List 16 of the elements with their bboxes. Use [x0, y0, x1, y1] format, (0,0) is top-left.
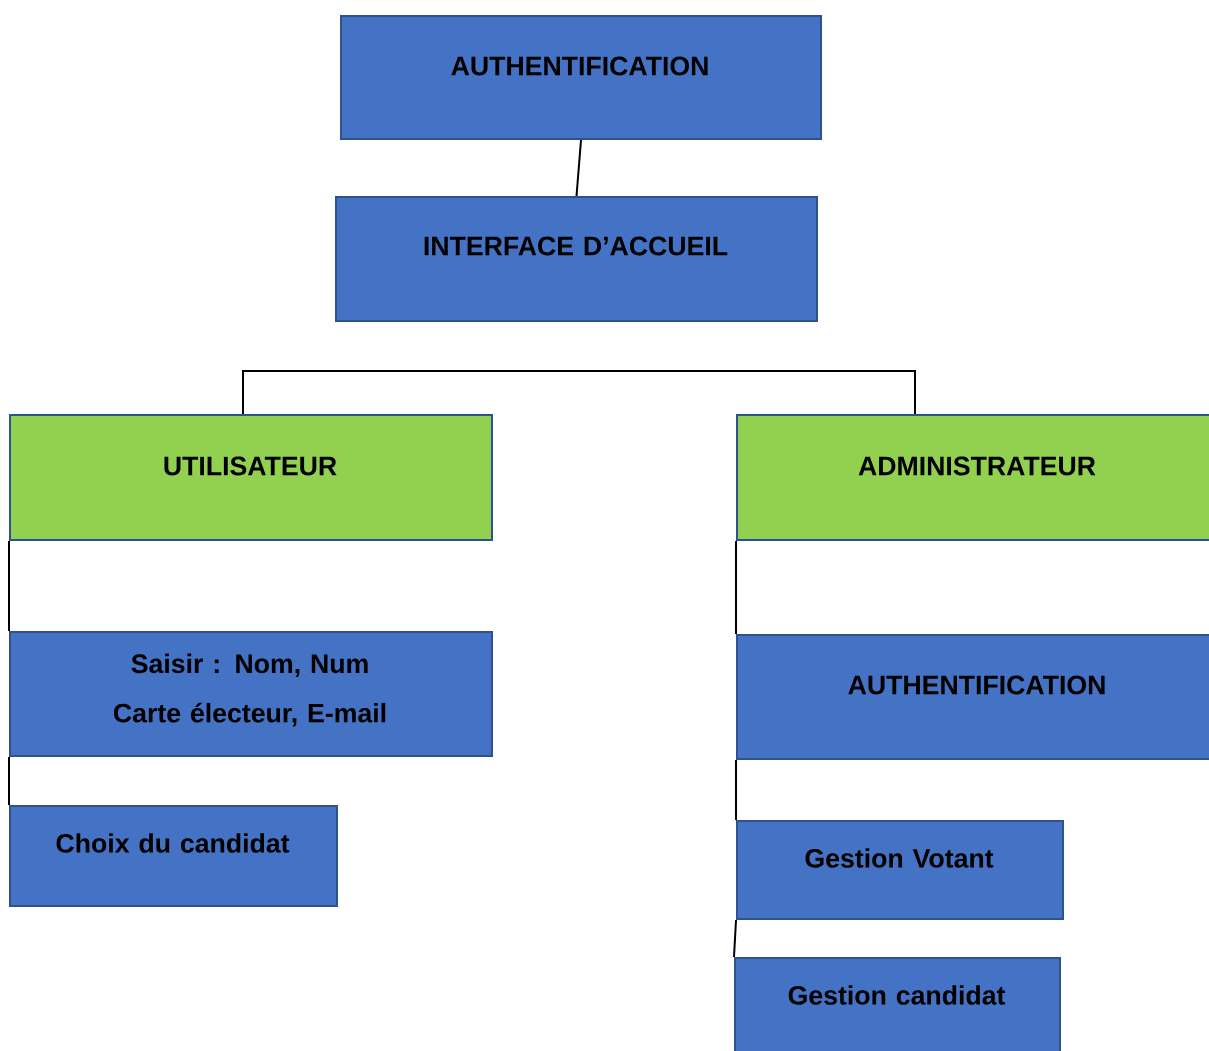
connector-line: [575, 139, 582, 197]
process-box: Choix du candidat: [9, 805, 338, 907]
process-box: AUTHENTIFICATION: [340, 15, 822, 140]
connector-line: [735, 540, 737, 635]
process-box: UTILISATEUR: [9, 414, 493, 541]
process-box: ADMINISTRATEUR: [736, 414, 1209, 541]
process-box: Gestion candidat: [734, 957, 1061, 1051]
process-box: Saisir : Nom, Num Carte électeur, E-mail: [9, 631, 493, 757]
connector-line: [8, 540, 10, 632]
connector-line: [733, 919, 737, 958]
process-box: INTERFACE D’ACCUEIL: [335, 196, 818, 322]
connector-line: [8, 756, 10, 806]
process-box: AUTHENTIFICATION: [736, 634, 1209, 760]
process-box: Gestion Votant: [736, 820, 1064, 920]
connector-line: [735, 759, 737, 821]
connector-line: [242, 370, 916, 415]
